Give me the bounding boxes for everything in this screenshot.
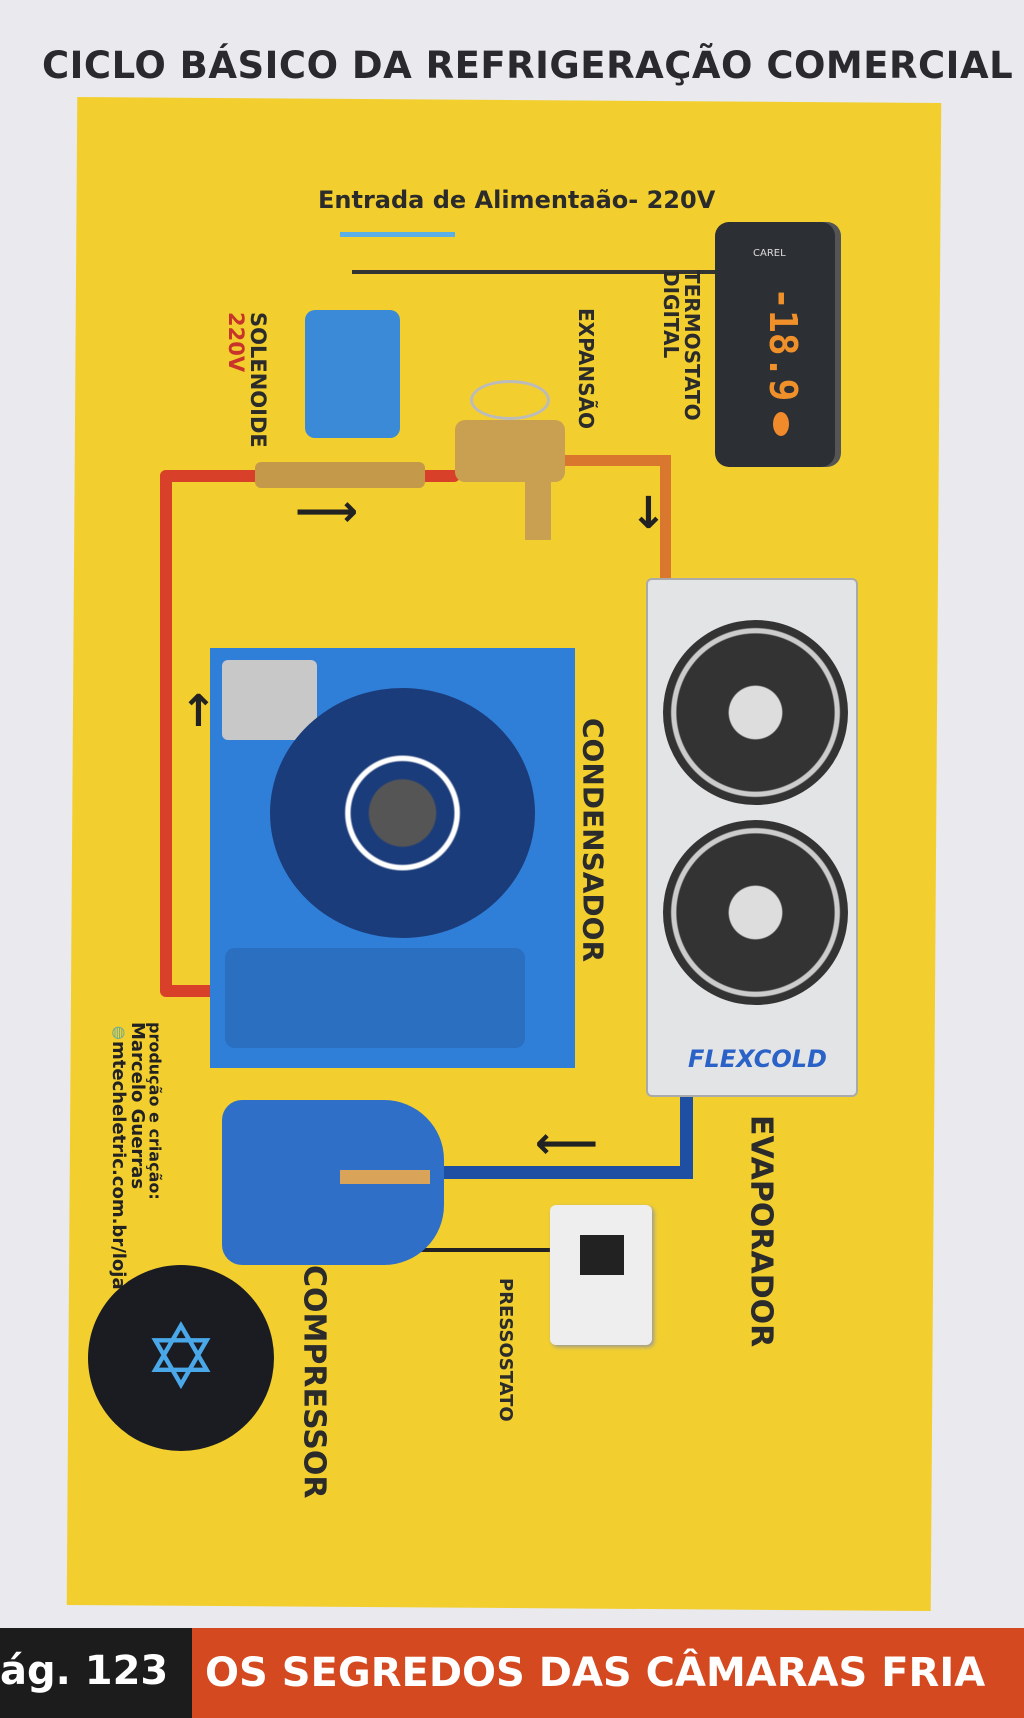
credits-line1: produção e criação: (145, 1022, 165, 1200)
compressor-label: COMPRESSOR (296, 1265, 332, 1499)
pressostat-wire-h (360, 1248, 550, 1252)
power-label: Entrada de Alimentaão- 220V (318, 186, 716, 214)
credits-author: Marcelo Guerras (126, 1022, 148, 1190)
book-title: OS SEGREDOS DAS CÂMARAS FRIA (205, 1650, 986, 1696)
discharge-pipe-vertical (160, 470, 172, 995)
receiver-tank (225, 948, 525, 1048)
compressor-suction-pipe (340, 1170, 430, 1184)
solenoid-valve-body (255, 462, 425, 488)
pressostat-dial (580, 1235, 624, 1275)
flow-arrow-right: ⟶ (295, 486, 359, 537)
thermostat-button (773, 412, 789, 436)
evaporator-fan-2 (663, 820, 848, 1005)
evaporator-brand: FLEXCOLD (688, 1045, 827, 1073)
digital-thermostat: CAREL -18.9 (715, 222, 835, 467)
mtech-logo: ✡ (88, 1265, 274, 1451)
condenser-fan (270, 688, 535, 938)
thermostat-label-line1: TERMOSTATO (680, 270, 704, 421)
expansion-bulb (470, 380, 550, 420)
evaporator-unit: FLEXCOLD (648, 580, 856, 1095)
thermostat-label-line2: DIGITAL (659, 270, 683, 359)
suction-pipe-down (680, 1090, 693, 1175)
credits-website: mtecheletric.com.br/loja (107, 1041, 129, 1290)
globe-icon: ◍ (108, 1022, 128, 1041)
flow-arrow-up: ↑ (180, 686, 217, 737)
footer-title-box (192, 1628, 1024, 1718)
expansion-label: EXPANSÃO (574, 308, 598, 430)
credits: produção e criação: Marcelo Guerras ◍mte… (107, 1022, 165, 1290)
expansion-stem (525, 480, 551, 540)
power-wire (352, 270, 722, 274)
liquid-pipe (560, 455, 670, 466)
expansion-valve (455, 420, 565, 482)
thermostat-brand: CAREL (753, 248, 786, 259)
evaporator-fan-1 (663, 620, 848, 805)
power-cable (340, 232, 455, 237)
suction-pipe-left (420, 1166, 693, 1179)
thermostat-display: -18.9 (761, 287, 805, 402)
solenoid-coil (305, 310, 400, 438)
solenoid-label-text: SOLENOIDE (246, 312, 271, 448)
logo-emblem-icon: ✡ (143, 1305, 219, 1410)
flow-arrow-down: ↓ (630, 488, 667, 539)
solenoid-voltage: 220V (224, 312, 249, 373)
flow-arrow-left: ⟵ (535, 1118, 599, 1169)
pressostat (550, 1205, 652, 1345)
page-title: CICLO BÁSICO DA REFRIGERAÇÃO COMERCIAL (42, 44, 1014, 87)
solenoid-label: SOLENOIDE 220V (224, 312, 271, 448)
footer-page-box (0, 1628, 192, 1718)
thermostat-label: TERMOSTATO DIGITAL (659, 270, 704, 421)
evaporator-label: EVAPORADOR (743, 1115, 779, 1348)
pressostat-label: PRESSOSTATO (494, 1278, 516, 1422)
condenser-label: CONDENSADOR (576, 718, 610, 963)
page-number: ág. 123 (0, 1648, 169, 1694)
liquid-pipe-down (660, 455, 671, 585)
condenser-unit (210, 648, 575, 1068)
condenser-junction-box (222, 660, 317, 740)
